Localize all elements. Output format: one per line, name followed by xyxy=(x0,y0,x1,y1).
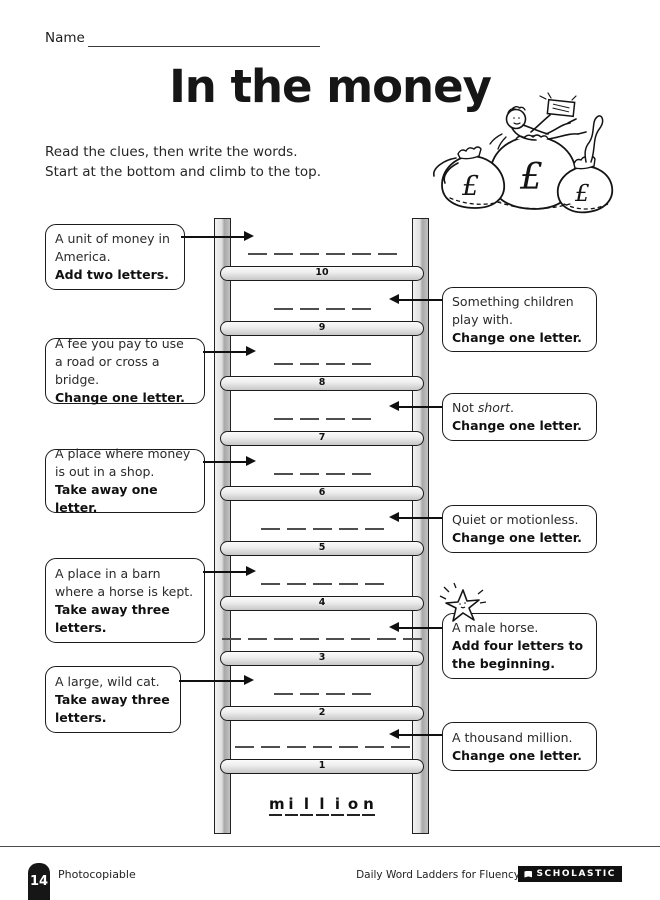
footer-book-title: Daily Word Ladders for Fluency xyxy=(356,869,520,881)
instructions: Read the clues, then write the words. St… xyxy=(45,142,321,182)
page-number-tab: 14 xyxy=(28,863,50,900)
arrow-clue-rung-8 xyxy=(203,346,256,357)
ladder-rung-3: 3 xyxy=(220,651,424,666)
instructions-line2: Start at the bottom and climb to the top… xyxy=(45,164,322,180)
clue-text: A unit of money in America. xyxy=(55,231,170,264)
ladder-rail-right xyxy=(412,218,429,834)
clue-text: A large, wild cat. xyxy=(55,673,160,689)
clue-text: Quiet or motionless. xyxy=(452,512,579,527)
clue-instruction: Change one letter. xyxy=(452,747,582,763)
clue-text: A male horse. xyxy=(452,620,539,635)
answer-blanks-4[interactable] xyxy=(222,583,422,585)
scholastic-book-icon xyxy=(524,870,533,878)
money-bags-illustration: £ £ £ xyxy=(428,92,623,217)
clue-box-rung-10: A unit of money in America. Add two lett… xyxy=(45,224,185,290)
clue-instruction: Add two letters. xyxy=(55,267,169,282)
ladder-rung-9: 9 xyxy=(220,321,424,336)
answer-blanks-2[interactable] xyxy=(222,693,422,695)
clue-box-rung-5: Quiet or motionless. Change one letter. xyxy=(442,505,597,553)
clue-text: A place where money is out in a shop. xyxy=(55,446,191,479)
name-label: Name xyxy=(45,30,85,46)
clue-instruction: Take away one letter. xyxy=(55,482,158,515)
answer-blanks-8[interactable] xyxy=(222,363,422,365)
name-input-line[interactable] xyxy=(88,46,320,47)
ladder-rung-10: 10 xyxy=(220,266,424,281)
clue-box-rung-9: Something children play with. Change one… xyxy=(442,287,597,352)
clue-instruction: Change one letter. xyxy=(452,418,582,433)
svg-text:£: £ xyxy=(461,171,479,202)
arrow-clue-rung-5 xyxy=(389,512,442,523)
answer-blanks-3[interactable] xyxy=(222,638,422,640)
answer-blanks-1[interactable] xyxy=(222,746,422,748)
arrow-clue-rung-10 xyxy=(181,231,254,242)
ladder-rung-5: 5 xyxy=(220,541,424,556)
clue-instruction: Take away three letters. xyxy=(55,691,170,725)
clue-box-rung-3: A male horse. Add four letters to the be… xyxy=(442,613,597,679)
arrow-clue-rung-3 xyxy=(389,622,442,633)
ladder-rung-2: 2 xyxy=(220,706,424,721)
scholastic-logo: SCHOLASTIC xyxy=(518,866,622,882)
ladder-rung-1: 1 xyxy=(220,759,424,774)
ladder-rung-6: 6 xyxy=(220,486,424,501)
clue-instruction: Change one letter. xyxy=(55,390,185,405)
star-doodle-icon xyxy=(436,582,488,628)
clue-box-rung-1: A thousand million. Change one letter. xyxy=(442,722,597,771)
answer-blanks-7[interactable] xyxy=(222,418,422,420)
clue-box-rung-8: A fee you pay to use a road or cross a b… xyxy=(45,336,205,405)
ladder-rung-8: 8 xyxy=(220,376,424,391)
clue-text: Something children play with. xyxy=(452,293,574,327)
arrow-clue-rung-4 xyxy=(203,566,256,577)
clue-instruction: Change one letter. xyxy=(452,530,582,545)
arrow-clue-rung-6 xyxy=(203,456,256,467)
answer-blanks-9[interactable] xyxy=(222,308,422,310)
arrow-clue-rung-2 xyxy=(179,675,254,686)
answer-blanks-6[interactable] xyxy=(222,473,422,475)
clue-text: Not short. xyxy=(452,400,514,415)
arrow-clue-rung-1 xyxy=(389,729,442,740)
arrow-clue-rung-7 xyxy=(389,401,442,412)
arrow-clue-rung-9 xyxy=(389,294,442,305)
clue-box-rung-6: A place where money is out in a shop. Ta… xyxy=(45,446,205,515)
ladder-rail-left xyxy=(214,218,231,834)
clue-instruction: Add four letters to the beginning. xyxy=(452,638,584,671)
answer-blanks-10[interactable] xyxy=(222,253,422,255)
answer-blanks-5[interactable] xyxy=(222,528,422,530)
clue-box-rung-7: Not short. Change one letter. xyxy=(442,393,597,441)
svg-text:£: £ xyxy=(519,157,543,198)
ladder-rung-4: 4 xyxy=(220,596,424,611)
instructions-line1: Read the clues, then write the words. xyxy=(45,144,298,160)
clue-instruction: Take away three letters. xyxy=(55,601,170,635)
clue-text: A fee you pay to use a road or cross a b… xyxy=(55,336,184,387)
footer-divider xyxy=(0,846,660,847)
svg-text:£: £ xyxy=(574,181,590,207)
clue-box-rung-4: A place in a barn where a horse is kept.… xyxy=(45,558,205,643)
scholastic-logo-text: SCHOLASTIC xyxy=(536,869,616,879)
clue-box-rung-2: A large, wild cat. Take away three lette… xyxy=(45,666,181,733)
footer-photocopiable: Photocopiable xyxy=(58,868,136,881)
ladder-rung-7: 7 xyxy=(220,431,424,446)
clue-text: A place in a barn where a horse is kept. xyxy=(55,565,194,599)
clue-text: A thousand million. xyxy=(452,729,573,745)
clue-instruction: Change one letter. xyxy=(452,329,582,345)
page-title: In the money xyxy=(169,60,492,113)
